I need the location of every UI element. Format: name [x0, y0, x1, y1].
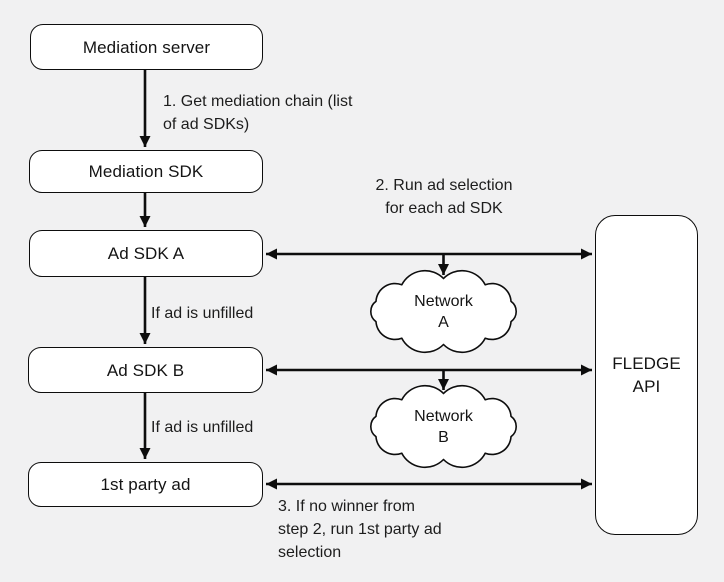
- node-mediation-server: Mediation server: [30, 24, 263, 70]
- node-fledge-api: FLEDGE API: [595, 215, 698, 535]
- node-ad-sdk-a: Ad SDK A: [29, 230, 263, 277]
- node-first-party-ad-label: 1st party ad: [100, 475, 191, 494]
- node-ad-sdk-a-label: Ad SDK A: [107, 244, 185, 263]
- annotation-step1-get-mediation-chain: 1. Get mediation chain (list of ad SDKs): [163, 93, 353, 133]
- network-a-cloud: [370, 269, 517, 354]
- node-ad-sdk-b-label: Ad SDK B: [106, 360, 185, 380]
- network-b-label: Network B: [414, 408, 473, 446]
- node-mediation-sdk-label: Mediation SDK: [88, 162, 204, 181]
- annotation-step2-run-ad-selection: 2. Run ad selection for each ad SDK: [375, 177, 513, 217]
- node-mediation-sdk: Mediation SDK: [29, 150, 263, 193]
- annotation-step3-first-party-selection: 3. If no winner from step 2, run 1st par…: [278, 498, 442, 561]
- node-mediation-server-label: Mediation server: [82, 37, 211, 57]
- annotation-if-ad-unfilled-a: If ad is unfilled: [151, 305, 254, 322]
- node-fledge-api-label: FLEDGE API: [612, 354, 681, 396]
- annotation-if-ad-unfilled-b: If ad is unfilled: [151, 419, 254, 436]
- node-first-party-ad: 1st party ad: [28, 462, 263, 507]
- node-ad-sdk-b: Ad SDK B: [28, 347, 263, 393]
- network-a-label: Network A: [414, 293, 473, 331]
- network-b-cloud: [370, 384, 517, 469]
